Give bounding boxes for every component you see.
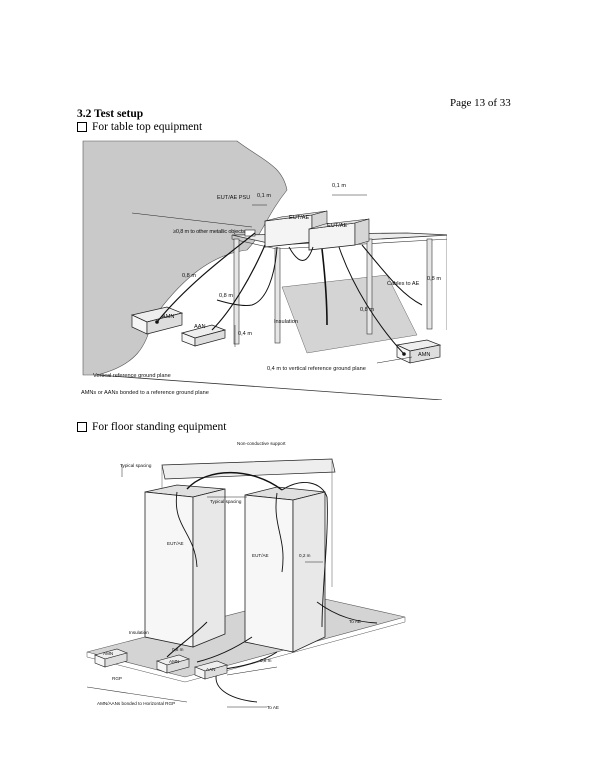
label-aan: AAN: [194, 324, 206, 330]
cable: [211, 244, 266, 331]
table-top-setup-diagram: EUT/AE PSU 0,1 m 0,1 m EUT/AE EUT/AE ≥0,…: [81, 140, 447, 400]
non-conductive-support: [161, 458, 336, 480]
label-dist-vrgp: 0,4 m to vertical reference ground plane: [267, 366, 366, 372]
label-dist-08a: 0,8 m: [172, 647, 184, 652]
label-eut-ae-1: EUT/AE: [289, 215, 309, 221]
cable: [215, 671, 258, 703]
label-dist-08c: 0,8 m: [360, 307, 374, 313]
label-eut-ae-left: EUT/AE: [167, 541, 184, 546]
label-cables-to-ae: Cables to AE: [387, 281, 420, 287]
ground-edge-line: [96, 374, 443, 400]
cable: [166, 621, 208, 658]
label-insulation: Insulation: [129, 630, 149, 635]
label-metallic-spacing: ≥0,8 m to other metallic objects: [173, 229, 245, 235]
cable: [186, 472, 283, 491]
label-dist-01b: 0,1 m: [332, 183, 346, 189]
option-table-top[interactable]: For table top equipment: [77, 121, 202, 133]
label-non-conductive-support: Non-conductive support: [237, 441, 286, 446]
label-insulation: Insulation: [274, 319, 298, 325]
cable: [216, 246, 278, 306]
floor-standing-setup-diagram: Non-conductive support Typical spacing T…: [86, 441, 406, 710]
label-typical-spacing-1: Typical spacing: [120, 463, 152, 468]
label-typical-spacing-2: Typical spacing: [210, 499, 242, 504]
label-to-ae-1: To AE: [349, 619, 361, 624]
table-leg: [426, 238, 433, 330]
label-aan: AAN: [206, 667, 215, 672]
table-leg: [274, 247, 281, 344]
label-vertical-rgp: Vertical reference ground plane: [93, 373, 171, 379]
cable: [316, 601, 378, 624]
label-dist-02: 0,2 m: [299, 553, 311, 558]
table-leg: [366, 238, 373, 335]
dimension-line: [376, 356, 413, 364]
option-floor-standing-label: For floor standing equipment: [92, 421, 227, 433]
label-dist-08a: 0,8 m: [182, 273, 196, 279]
label-eut-ae-right: EUT/AE: [252, 553, 269, 558]
cable: [288, 246, 314, 261]
label-dist-04: 0,4 m: [238, 331, 252, 337]
option-floor-standing[interactable]: For floor standing equipment: [77, 421, 226, 433]
cable: [175, 491, 198, 568]
cable: [321, 248, 328, 326]
label-rgp: RGP: [112, 676, 122, 681]
eut-cabinet-right: [244, 494, 294, 653]
label-amn-right: AMN: [418, 352, 430, 358]
dimension-line: [226, 666, 278, 676]
cable: [338, 246, 405, 355]
cable: [156, 232, 256, 323]
cable: [275, 492, 284, 573]
label-dist-01a: 0,1 m: [257, 193, 271, 199]
label-eut-ae-2: EUT/AE: [327, 223, 347, 229]
label-eut-psu: EUT/AE PSU: [217, 195, 250, 201]
label-dist-08h: 0,8 m: [427, 276, 441, 282]
label-amns-bonded: AMNs or AANs bonded to a reference groun…: [81, 390, 209, 396]
label-dist-08b: 0,8 m: [260, 658, 272, 663]
label-dist-08b: 0,8 m: [219, 293, 233, 299]
psu-box: [244, 229, 256, 237]
cable: [281, 482, 328, 628]
label-amn-aans-bonded: AMN/AANs bonded to Horizontal RGP: [97, 701, 175, 706]
section-title: 3.2 Test setup: [77, 108, 144, 120]
option-table-top-label: For table top equipment: [92, 121, 203, 133]
label-to-ae-2: To AE: [267, 705, 279, 710]
dimension-line: [86, 686, 188, 703]
dimension-line: [131, 212, 253, 228]
label-amn-2: AMN: [169, 659, 179, 664]
cable: [361, 244, 423, 306]
page-number: Page 13 of 33: [450, 97, 511, 109]
label-amn-left: AMN: [162, 314, 174, 320]
table-leg: [233, 238, 240, 345]
cable: [196, 636, 253, 663]
eut-cabinet-left: [144, 491, 194, 648]
checkbox-floor-standing[interactable]: [77, 422, 87, 432]
checkbox-table-top[interactable]: [77, 122, 87, 132]
label-amn: AMN: [103, 651, 113, 656]
